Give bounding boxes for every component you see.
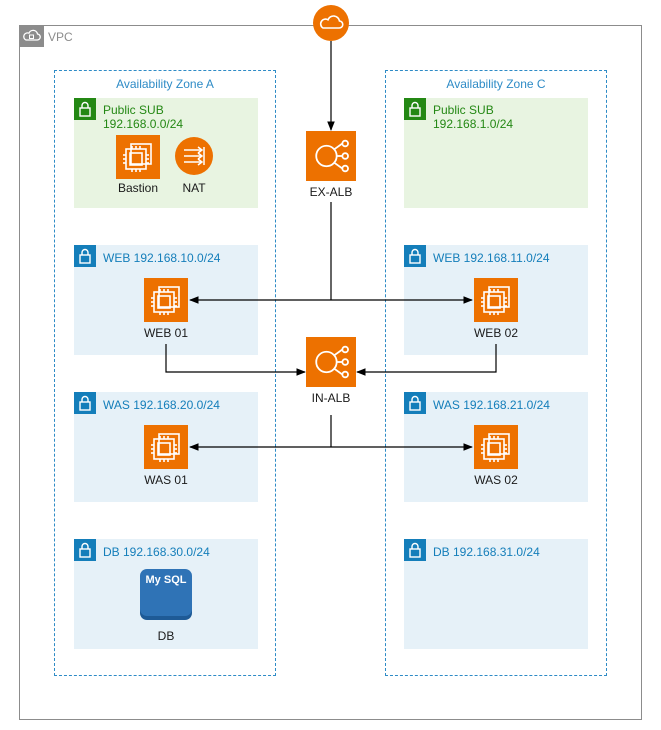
mysql-database-icon: My SQL	[140, 569, 192, 620]
availability-zone-a-label: Availability Zone A	[116, 77, 214, 91]
public-subnet-a	[74, 98, 258, 208]
web02-ec2-icon	[474, 278, 518, 322]
web-subnet-a-label: WEB 192.168.10.0/24	[103, 251, 221, 265]
web-subnet-c-label: WEB 192.168.11.0/24	[433, 251, 550, 265]
mysql-icon-text: My SQL	[146, 574, 187, 586]
public-subnet-c	[404, 98, 588, 208]
bastion-label: Bastion	[117, 181, 159, 195]
availability-zone-c-label: Availability Zone C	[446, 77, 546, 91]
in-alb-label: IN-ALB	[311, 391, 351, 405]
public-subnet-a-name: Public SUB	[103, 103, 164, 117]
public-subnet-c-name: Public SUB	[433, 103, 494, 117]
web01-to-in-alb-arrow	[165, 344, 306, 376]
web02-to-in-alb-arrow	[356, 344, 497, 376]
public-subnet-a-cidr: 192.168.0.0/24	[103, 117, 184, 131]
web01-label: WEB 01	[143, 326, 188, 340]
vpc-cloud-icon	[19, 25, 44, 47]
web01-ec2-icon	[144, 278, 188, 322]
was02-ec2-icon	[474, 425, 518, 469]
was02-label: WAS 02	[474, 473, 518, 487]
internet-cloud-icon	[313, 5, 349, 41]
bastion-ec2-icon	[116, 135, 160, 179]
was01-label: WAS 01	[144, 473, 188, 487]
availability-zone-c	[385, 70, 607, 676]
nat-label: NAT	[182, 181, 206, 195]
db-subnet-c	[404, 539, 588, 649]
db-subnet-a-label: DB 192.168.30.0/24	[103, 545, 210, 559]
web02-label: WEB 02	[473, 326, 518, 340]
vpc-label: VPC	[48, 30, 73, 44]
public-subnet-c-cidr: 192.168.1.0/24	[433, 117, 514, 131]
was-subnet-a-label: WAS 192.168.20.0/24	[103, 398, 220, 412]
was-subnet-c-label: WAS 192.168.21.0/24	[433, 398, 550, 412]
nat-gateway-icon	[175, 137, 213, 175]
ex-alb-label: EX-ALB	[309, 185, 353, 199]
availability-zone-a	[54, 70, 276, 676]
db-label: DB	[157, 629, 175, 643]
ex-alb-icon	[306, 131, 356, 181]
was01-ec2-icon	[144, 425, 188, 469]
db-subnet-c-label: DB 192.168.31.0/24	[433, 545, 540, 559]
in-alb-icon	[306, 337, 356, 387]
